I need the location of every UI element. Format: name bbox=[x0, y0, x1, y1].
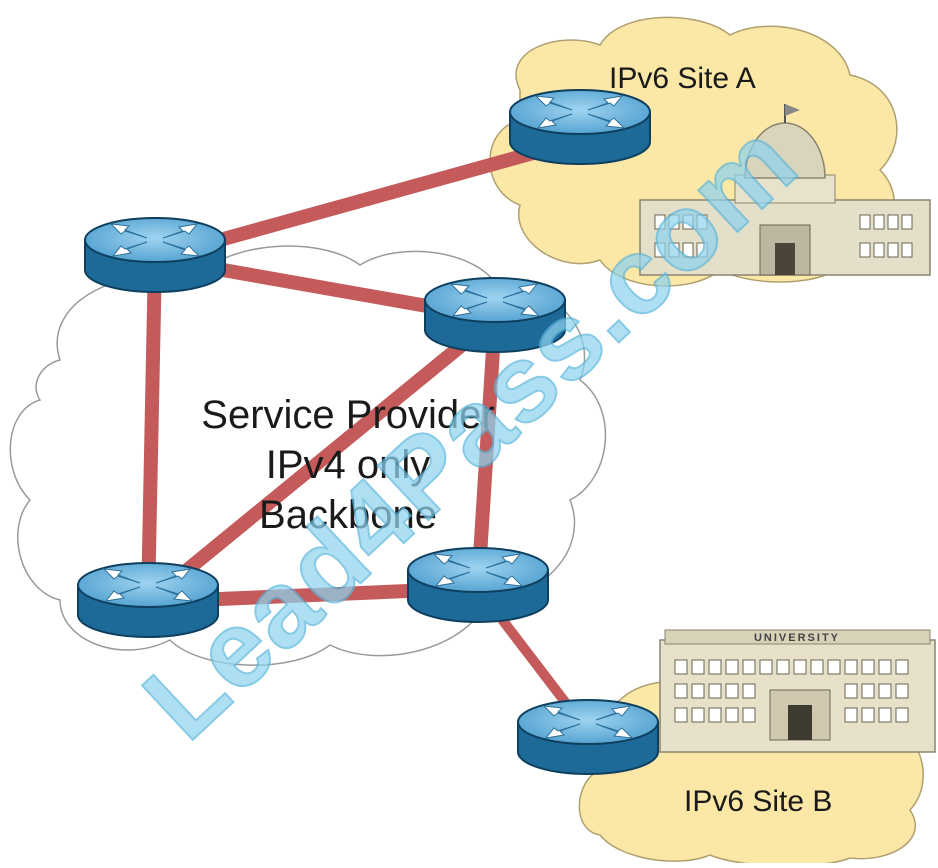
core-label-line-1: Service Provider bbox=[201, 393, 495, 437]
university-building-icon: UNIVERSITY bbox=[659, 629, 936, 753]
router-site-b bbox=[517, 699, 659, 775]
router-core-top-left bbox=[84, 217, 226, 293]
university-sign: UNIVERSITY bbox=[754, 632, 840, 644]
site-b-label: IPv6 Site B bbox=[684, 785, 833, 818]
core-label-line-3: Backbone bbox=[259, 493, 437, 537]
core-label-line-2: IPv4 only bbox=[265, 443, 431, 487]
link-r2-r3 bbox=[141, 311, 502, 609]
router-site-a bbox=[509, 89, 651, 165]
core-network-label: Service Provider IPv4 only Backbone bbox=[168, 390, 528, 540]
link-r2-r4 bbox=[471, 311, 502, 595]
government-building-icon bbox=[639, 104, 931, 276]
router-core-bottom-right bbox=[407, 547, 549, 623]
site-a-label: IPv6 Site A bbox=[609, 62, 756, 95]
link-r1-r3 bbox=[141, 251, 162, 609]
